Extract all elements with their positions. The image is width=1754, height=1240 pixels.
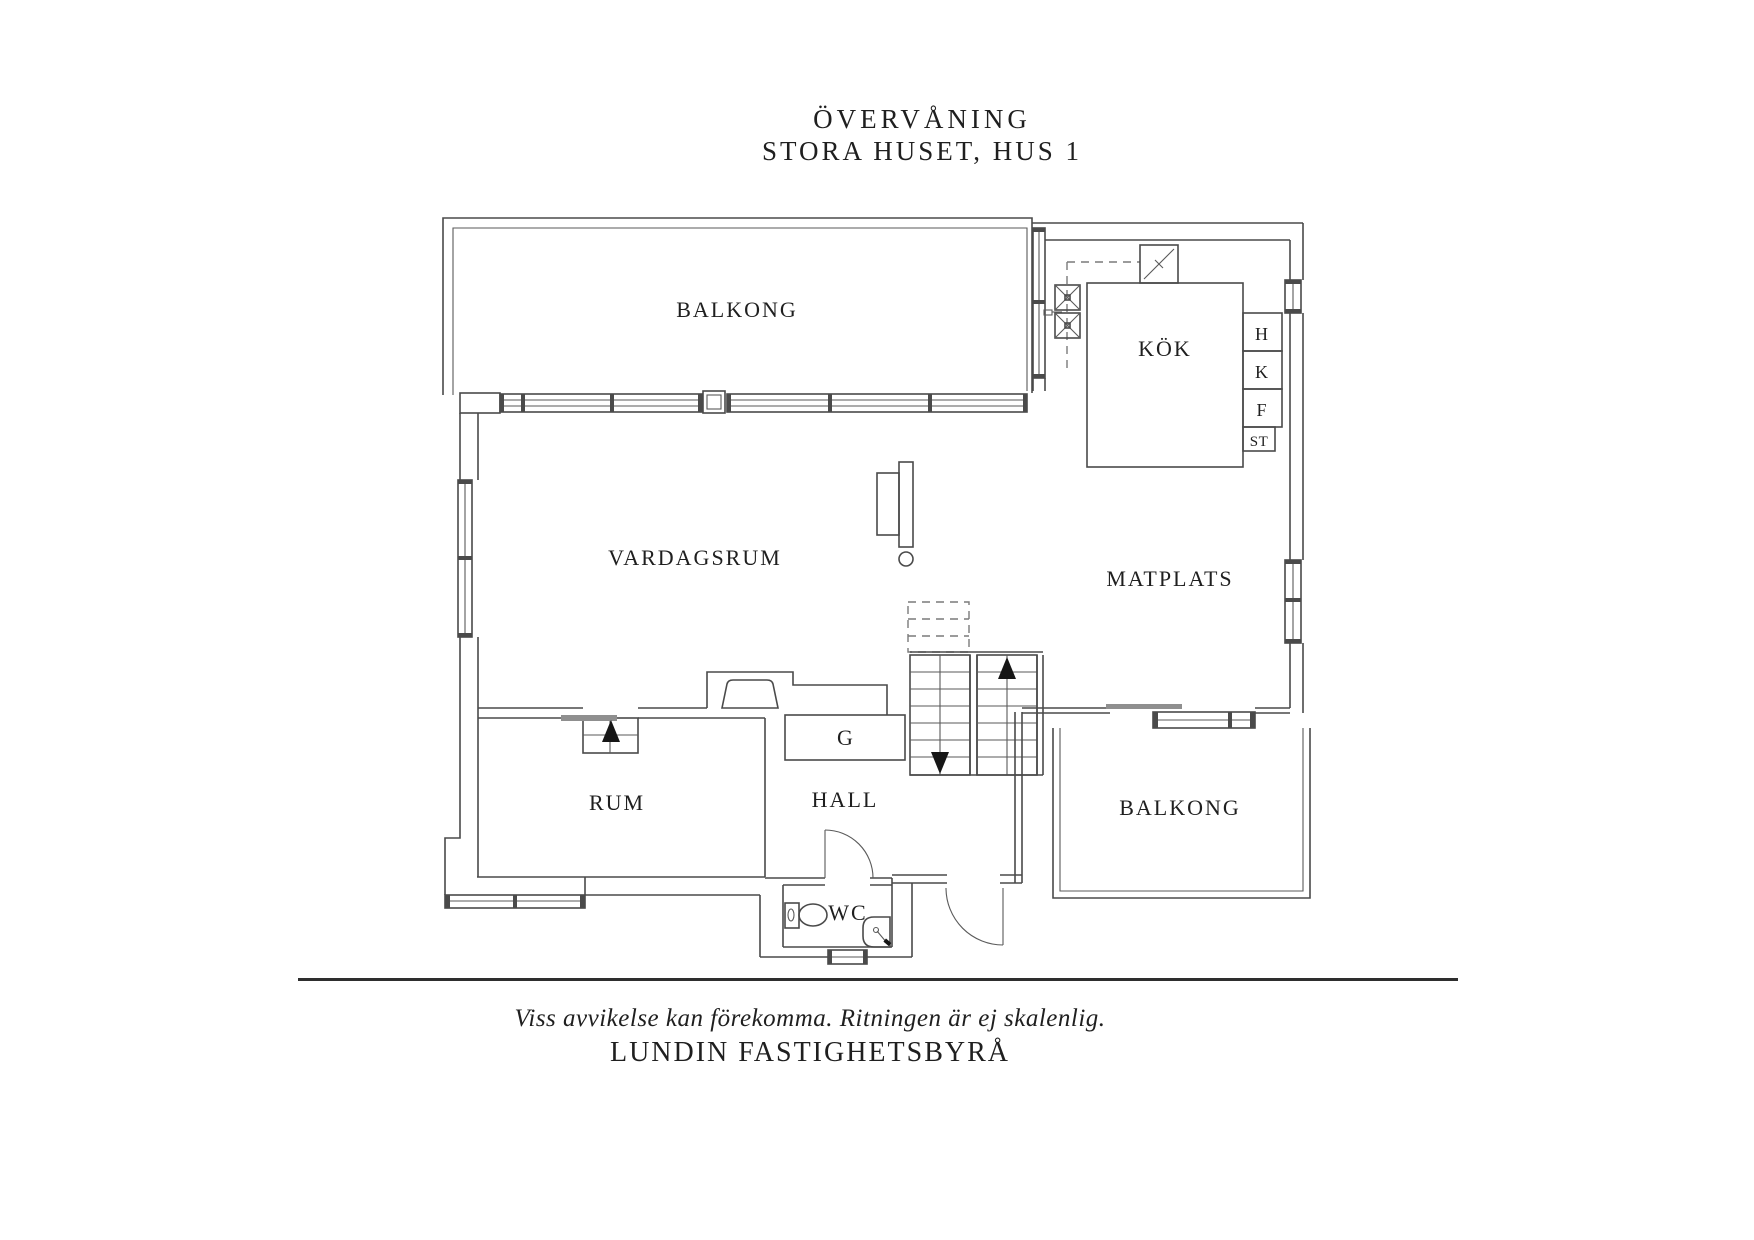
upper-cabinet-dashed bbox=[1066, 261, 1140, 368]
kitchen-unit-column bbox=[1242, 312, 1283, 452]
toilet-icon bbox=[784, 902, 828, 929]
window-icon bbox=[726, 393, 1028, 413]
arrow-down-icon bbox=[931, 752, 949, 774]
sliding-door-icon bbox=[561, 715, 617, 721]
stairs-headroom-dashed bbox=[907, 601, 970, 653]
stairs bbox=[907, 601, 1044, 776]
closet-g bbox=[784, 714, 906, 761]
footer-divider bbox=[298, 978, 1458, 981]
window-icon bbox=[1152, 711, 1256, 729]
wall-pillar bbox=[702, 390, 726, 414]
room-label-room: RUM bbox=[589, 790, 645, 815]
window-icon bbox=[1284, 559, 1302, 644]
wc-door-arc bbox=[824, 829, 874, 879]
room-label-wc: WC bbox=[828, 900, 867, 925]
arrow-up-icon bbox=[602, 720, 620, 742]
window-icon bbox=[444, 894, 586, 909]
footer-disclaimer: Viss avvikelse kan förekomma. Ritningen … bbox=[514, 1005, 1106, 1032]
entry-door-arc bbox=[945, 887, 1004, 946]
arrow-up-icon bbox=[998, 657, 1016, 679]
stove-icon bbox=[1139, 244, 1179, 284]
balcony-bottom bbox=[1052, 728, 1311, 899]
unit-label-h: H bbox=[1255, 324, 1269, 344]
interior-walls-left bbox=[478, 671, 888, 877]
room-label-hall: HALL bbox=[812, 787, 879, 812]
room-label-living-room: VARDAGSRUM bbox=[608, 545, 782, 570]
kitchen-walls bbox=[1032, 222, 1303, 468]
step-box bbox=[561, 715, 639, 754]
balcony-top bbox=[442, 217, 1033, 395]
unit-label-f: F bbox=[1256, 400, 1267, 420]
wc-walls bbox=[759, 829, 913, 965]
kitchen-sink-icon bbox=[1043, 284, 1081, 339]
title-building: STORA HUSET, HUS 1 bbox=[761, 136, 1083, 166]
window-row-top bbox=[459, 390, 1028, 414]
room-label-balcony-bottom: BALKONG bbox=[1119, 795, 1241, 820]
left-exterior-wall bbox=[444, 413, 479, 895]
wood-stove-icon bbox=[876, 461, 914, 567]
fireplace-icon bbox=[721, 679, 779, 709]
corner-sink-icon bbox=[862, 916, 892, 948]
room-label-kitchen: KÖK bbox=[1138, 336, 1192, 361]
window-icon bbox=[1284, 279, 1302, 314]
right-exterior-wall bbox=[1284, 223, 1304, 713]
footer: Viss avvikelse kan förekomma. Ritningen … bbox=[510, 1002, 1110, 1070]
hall-walls bbox=[892, 712, 1023, 946]
window-icon bbox=[499, 393, 703, 413]
window-icon bbox=[827, 949, 868, 965]
dining-south-wall bbox=[1022, 704, 1290, 729]
unit-label-st: ST bbox=[1250, 434, 1269, 450]
sliding-door-icon bbox=[1106, 704, 1182, 709]
footer-agency-name: LUNDIN FASTIGHETSBYRÅ bbox=[609, 1037, 1011, 1068]
bottom-left-exterior bbox=[444, 876, 765, 909]
page-title: ÖVERVÅNING STORA HUSET, HUS 1 bbox=[622, 103, 1222, 167]
title-floor: ÖVERVÅNING bbox=[813, 104, 1031, 134]
room-label-balcony-top: BALKONG bbox=[676, 297, 798, 322]
kitchen-counter-block bbox=[1086, 282, 1244, 468]
window-icon bbox=[1032, 227, 1046, 379]
room-label-closet: G bbox=[837, 725, 855, 750]
unit-label-k: K bbox=[1255, 362, 1269, 382]
window-icon bbox=[457, 479, 473, 638]
room-label-dining: MATPLATS bbox=[1106, 566, 1233, 591]
